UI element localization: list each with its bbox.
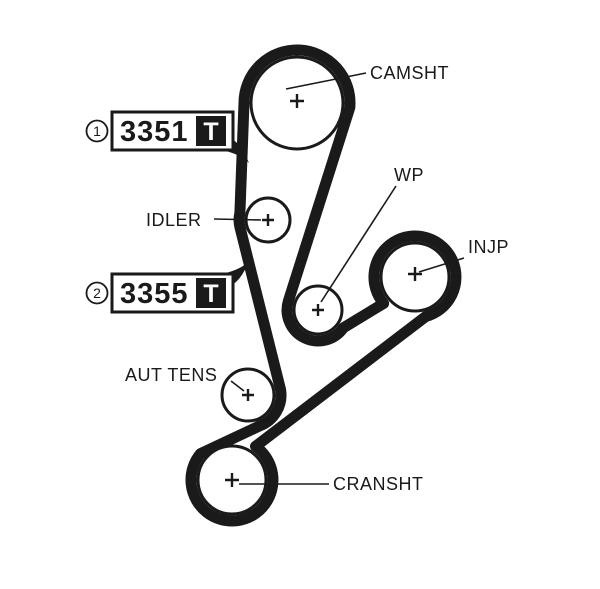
auto-tensioner-label: AUT TENS — [125, 365, 217, 385]
callout-1-tooth-square — [196, 116, 226, 146]
callout-1-tooth-mark: T — [203, 118, 218, 146]
leader-lines — [213, 72, 465, 485]
belt-path — [185, 44, 462, 527]
callout-2-tooth-mark: T — [203, 280, 218, 308]
water-pump-leader-line — [320, 185, 397, 303]
callout-1-index: 1 — [93, 123, 101, 139]
water-pump-plus-icon — [312, 304, 324, 316]
callout-2-index-circle — [85, 281, 109, 305]
camshaft-label: CAMSHT — [370, 63, 449, 83]
callout-1-part-number: 3351 — [120, 116, 189, 148]
injection-pump-leader-line — [418, 257, 465, 273]
camshaft-leader-line — [285, 72, 367, 90]
idler-leader-line — [213, 218, 262, 221]
injection-pump-plus-icon — [408, 267, 422, 281]
idler-label: IDLER — [146, 210, 202, 230]
callout-2-index: 2 — [93, 285, 101, 301]
crankshaft-plus-icon — [225, 473, 239, 487]
crankshaft-label: CRANSHT — [333, 474, 424, 494]
callout-part-2: 3355 T 2 — [85, 261, 249, 314]
auto-tensioner-leader-line — [230, 380, 245, 392]
labels: CAMSHT WP INJP IDLER AUT TENS CRANSHT — [125, 63, 509, 494]
idler-plus-icon — [262, 214, 274, 226]
callout-1-index-circle — [85, 119, 109, 143]
callout-2-tooth-square — [196, 278, 226, 308]
camshaft-plus-icon — [290, 94, 304, 108]
injection-pump-label: INJP — [468, 237, 509, 257]
water-pump-label: WP — [394, 165, 424, 185]
callout-2-part-number: 3355 — [120, 278, 189, 310]
auto-tensioner-plus-icon — [242, 389, 254, 401]
pulleys — [196, 55, 451, 516]
callout-part-1: 3351 T 1 — [85, 110, 249, 163]
